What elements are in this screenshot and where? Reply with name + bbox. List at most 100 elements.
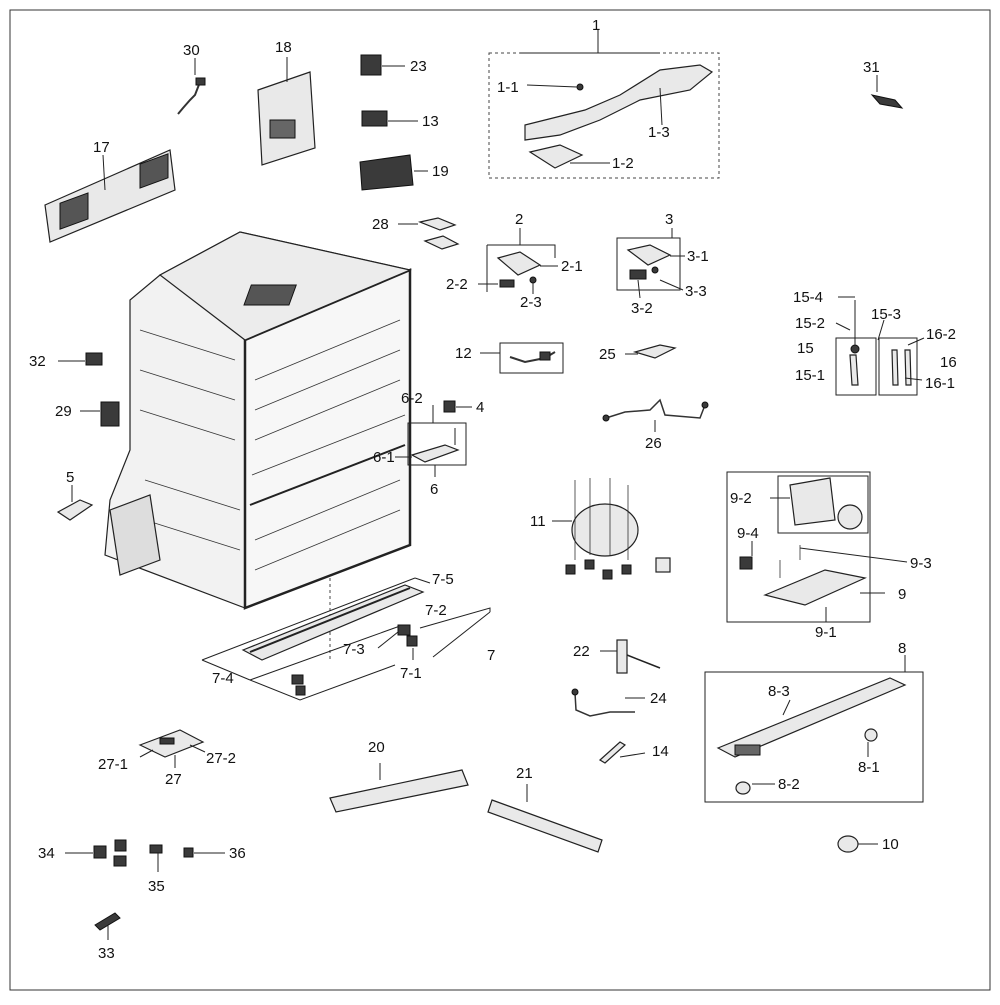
part-29 — [100, 401, 120, 427]
label-19: 19 — [432, 163, 449, 180]
part-7-1 — [406, 635, 418, 647]
label-7-1: 7-1 — [400, 665, 422, 682]
part-15-16-group: 15-4 15-2 15-3 16-2 15 16 15-1 16-1 — [793, 289, 957, 396]
label-28: 28 — [372, 216, 389, 233]
part-36 — [183, 847, 194, 858]
label-5: 5 — [66, 469, 74, 486]
label-1: 1 — [592, 17, 600, 34]
part-10-group: 10 — [837, 835, 899, 853]
label-7-2: 7-2 — [425, 602, 447, 619]
part-14 — [598, 741, 627, 764]
label-7: 7 — [487, 647, 495, 664]
part-2-1-hinge — [496, 251, 542, 276]
part-13 — [361, 110, 388, 127]
part-1-1-screw — [576, 83, 584, 91]
part-23-group: 23 — [360, 54, 427, 76]
part-35-group: 35 — [148, 844, 165, 895]
label-22: 22 — [573, 643, 590, 660]
label-16-1: 16-1 — [925, 375, 955, 392]
label-23: 23 — [410, 58, 427, 75]
part-30-group: 30 — [177, 42, 206, 115]
part-22-drier — [616, 639, 628, 674]
part-25 — [632, 344, 677, 359]
label-27-2: 27-2 — [206, 750, 236, 767]
part-31 — [870, 94, 904, 109]
label-32: 32 — [29, 353, 46, 370]
part-1-2-plate — [528, 144, 584, 169]
label-2-1: 2-1 — [561, 258, 583, 275]
part-6-group: 6-2 6-1 6 — [373, 390, 467, 498]
part-9-1-tray — [763, 569, 867, 606]
label-3-2: 3-2 — [631, 300, 653, 317]
label-12: 12 — [455, 345, 472, 362]
part-32-group: 32 — [29, 352, 103, 370]
part-7-5-rail — [241, 584, 425, 661]
label-27-1: 27-1 — [98, 756, 128, 773]
part-25-group: 25 — [599, 344, 677, 363]
part-33-group: 33 — [94, 912, 121, 962]
part-9-2-fan-housing — [789, 477, 836, 526]
part-34-a — [93, 845, 107, 859]
label-1-2: 1-2 — [612, 155, 634, 172]
label-9: 9 — [898, 586, 906, 603]
label-35: 35 — [148, 878, 165, 895]
label-7-5: 7-5 — [432, 571, 454, 588]
part-5-group: 5 — [56, 469, 94, 521]
part-13-group: 13 — [361, 110, 439, 130]
label-8: 8 — [898, 640, 906, 657]
label-4: 4 — [476, 399, 484, 416]
label-17: 17 — [93, 139, 110, 156]
label-15-1: 15-1 — [795, 367, 825, 384]
label-33: 33 — [98, 945, 115, 962]
label-2-3: 2-3 — [520, 294, 542, 311]
fan-blade — [837, 504, 863, 530]
label-3-3: 3-3 — [685, 283, 707, 300]
label-1-3: 1-3 — [648, 124, 670, 141]
part-8-2 — [735, 781, 751, 795]
label-11: 11 — [530, 513, 546, 530]
label-24: 24 — [650, 690, 667, 707]
diagram-frame — [9, 9, 991, 991]
label-34: 34 — [38, 845, 55, 862]
label-31: 31 — [863, 59, 880, 76]
part-1-3-bracket — [524, 64, 714, 141]
label-8-3: 8-3 — [768, 683, 790, 700]
part-2-3 — [499, 279, 515, 288]
label-9-1: 9-1 — [815, 624, 837, 641]
part-9-4 — [739, 556, 753, 570]
label-9-3: 9-3 — [910, 555, 932, 572]
part-4-group: 4 — [443, 399, 484, 416]
part-19 — [359, 154, 414, 191]
label-16-2: 16-2 — [926, 326, 956, 343]
label-15-2: 15-2 — [795, 315, 825, 332]
part-31-group: 31 — [863, 59, 904, 109]
label-3: 3 — [665, 211, 673, 228]
label-15-3: 15-3 — [871, 306, 901, 323]
part-18-group: 18 — [257, 39, 316, 166]
label-18: 18 — [275, 39, 292, 56]
label-7-4: 7-4 — [212, 670, 234, 687]
label-9-4: 9-4 — [737, 525, 759, 542]
label-36: 36 — [229, 845, 246, 862]
part-3-2 — [629, 269, 647, 280]
part-21-rail — [487, 799, 603, 853]
label-3-1: 3-1 — [687, 248, 709, 265]
label-7-3: 7-3 — [343, 641, 365, 658]
part-11-group: 11 — [530, 478, 671, 580]
label-6-2: 6-2 — [401, 390, 423, 407]
label-21: 21 — [516, 765, 533, 782]
part-19-group: 19 — [359, 154, 449, 191]
part-11-relay — [655, 557, 671, 573]
part-11-compressor — [571, 503, 639, 557]
label-14: 14 — [652, 743, 669, 760]
part-3-group: 3 3-1 3-3 3-2 — [616, 211, 709, 317]
part-9-group: 9-2 9-4 9-3 9 9-1 — [726, 471, 932, 641]
part-16-1 — [891, 349, 899, 386]
part-35 — [149, 844, 163, 854]
part-36-group: 36 — [183, 845, 246, 862]
label-6-1: 6-1 — [373, 449, 395, 466]
part-27-group: 27-1 27-2 27 — [98, 729, 236, 788]
part-5 — [56, 499, 94, 521]
part-33 — [94, 912, 121, 931]
